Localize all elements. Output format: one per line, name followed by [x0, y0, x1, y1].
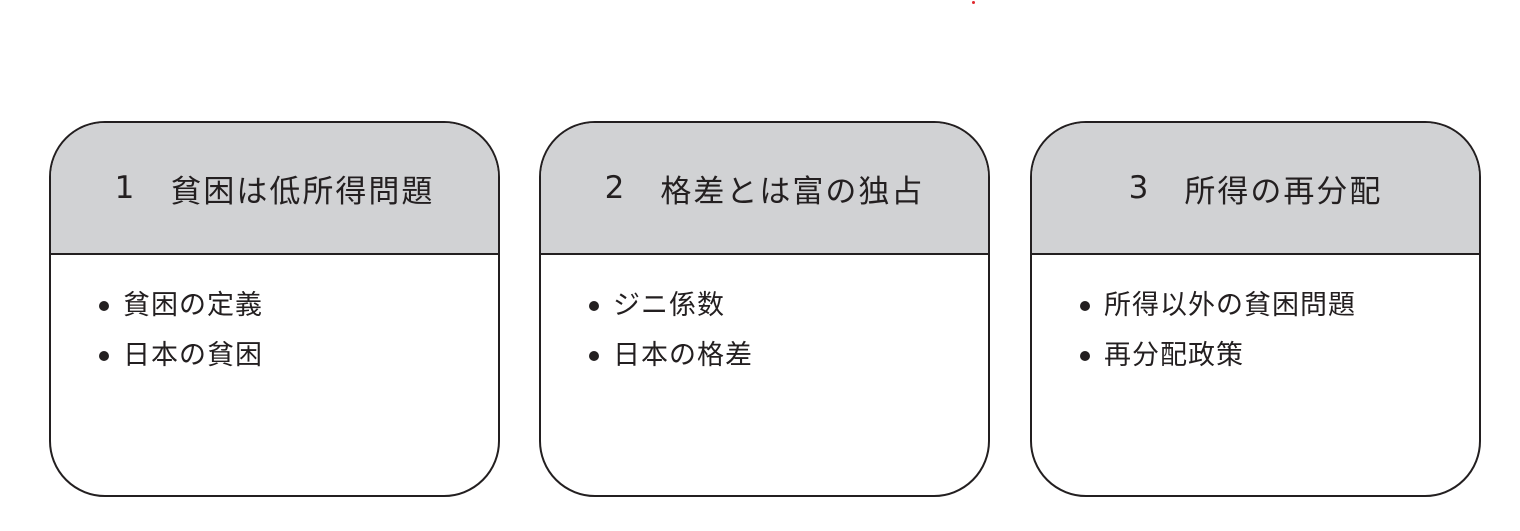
card-list: ジニ係数 日本の格差	[541, 255, 988, 381]
card-2: 2 格差とは富の独占 ジニ係数 日本の格差	[539, 121, 990, 497]
card-number: 3	[1128, 170, 1151, 206]
card-list: 貧困の定義 日本の貧困	[51, 255, 498, 381]
card-title: 格差とは富の独占	[660, 173, 925, 210]
red-mark	[972, 1, 975, 4]
list-item-label: 日本の貧困	[123, 340, 263, 371]
list-item-label: 貧困の定義	[123, 290, 263, 321]
card-number: 1	[114, 170, 137, 206]
list-item-label: 所得以外の貧困問題	[1104, 290, 1356, 321]
card-header: 1 貧困は低所得問題	[51, 123, 498, 255]
card-header: 2 格差とは富の独占	[541, 123, 988, 255]
card-3: 3 所得の再分配 所得以外の貧困問題 再分配政策	[1030, 121, 1481, 497]
bullet-icon	[1080, 301, 1090, 311]
list-item: ジニ係数	[589, 281, 988, 331]
list-item-label: 日本の格差	[613, 340, 753, 371]
bullet-icon	[99, 301, 109, 311]
card-1: 1 貧困は低所得問題 貧困の定義 日本の貧困	[49, 121, 500, 497]
bullet-icon	[589, 301, 599, 311]
card-title: 貧困は低所得問題	[170, 173, 435, 210]
bullet-icon	[99, 351, 109, 361]
list-item: 所得以外の貧困問題	[1080, 281, 1479, 331]
list-item: 日本の格差	[589, 331, 988, 381]
card-list: 所得以外の貧困問題 再分配政策	[1032, 255, 1479, 381]
card-header: 3 所得の再分配	[1032, 123, 1479, 255]
list-item: 再分配政策	[1080, 331, 1479, 381]
card-title: 所得の再分配	[1184, 173, 1383, 210]
list-item: 日本の貧困	[99, 331, 498, 381]
card-number: 2	[604, 170, 627, 206]
list-item-label: ジニ係数	[613, 290, 725, 321]
list-item: 貧困の定義	[99, 281, 498, 331]
list-item-label: 再分配政策	[1104, 340, 1244, 371]
bullet-icon	[1080, 351, 1090, 361]
bullet-icon	[589, 351, 599, 361]
